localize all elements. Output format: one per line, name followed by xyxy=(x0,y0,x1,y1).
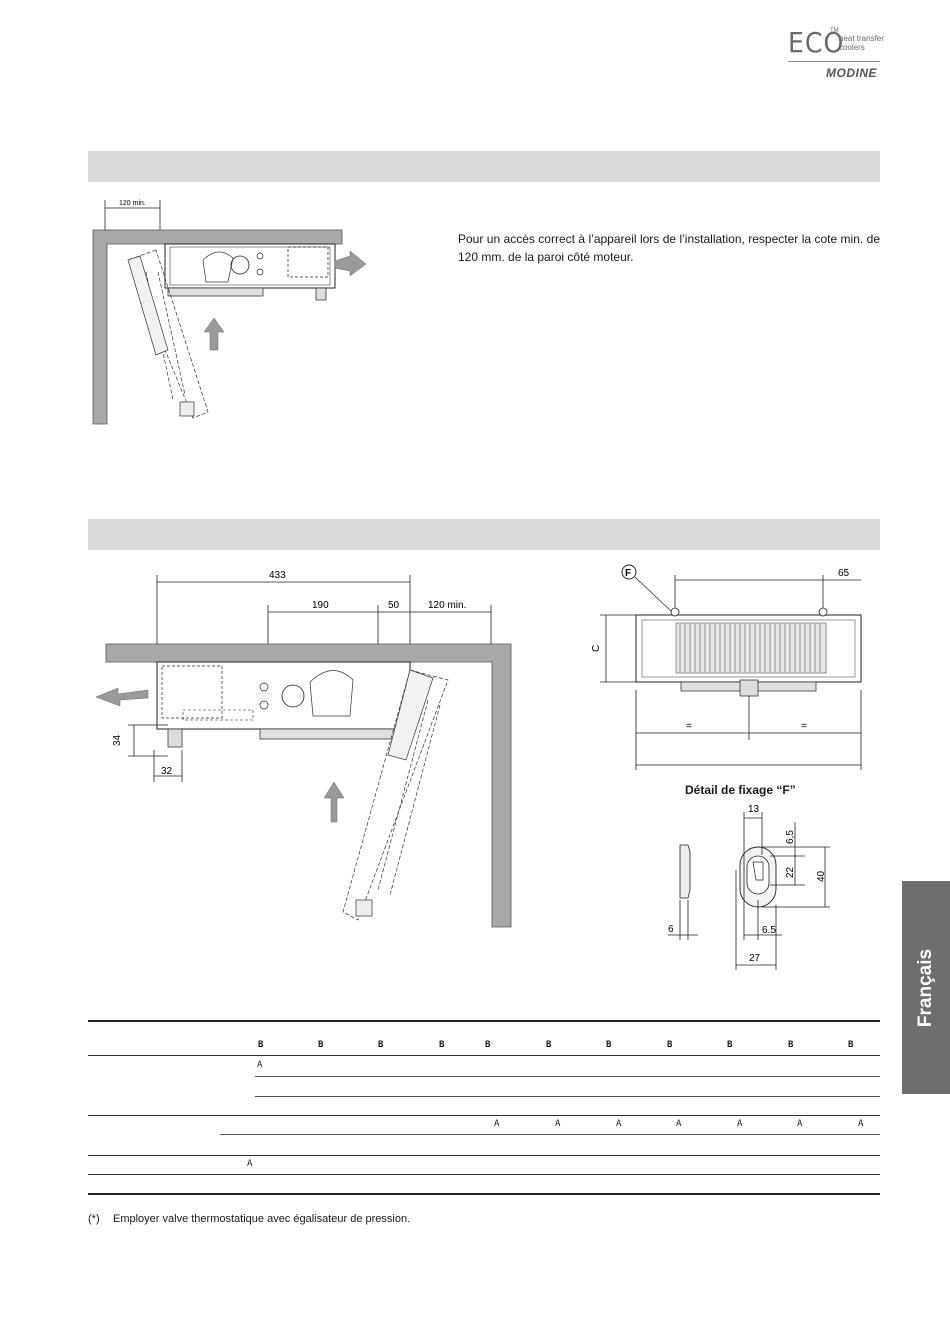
logo-tagline: heat transfer coolers xyxy=(839,34,889,52)
table-cell: A xyxy=(616,1119,622,1129)
dim-c-label: C xyxy=(591,645,602,652)
section-header-band-1 xyxy=(88,151,880,182)
table-header-cell: B xyxy=(667,1040,673,1050)
table-cell: A xyxy=(494,1119,500,1129)
table-cell: A xyxy=(555,1119,561,1129)
logo-tagline-line1: heat transfer xyxy=(839,34,884,43)
footnote-mark: (*) xyxy=(88,1213,100,1225)
dim-6: 6 xyxy=(668,924,674,935)
dim-65: 65 xyxy=(838,568,850,579)
dim-overall-433: 433 xyxy=(269,570,286,581)
fixing-point-f-label: F xyxy=(625,568,631,579)
dim-27: 27 xyxy=(749,953,761,964)
fixing-detail-drawing: 6 13 6,5 22 40 6.5 27 xyxy=(668,804,830,970)
logo-trademark: TM xyxy=(830,28,839,34)
dim-equal-left: = xyxy=(686,721,692,732)
table-cell: A xyxy=(858,1119,864,1129)
table-cell: A xyxy=(797,1119,803,1129)
dim-13: 13 xyxy=(748,804,760,815)
logo-divider xyxy=(788,61,880,62)
table-row-rule-1 xyxy=(88,1115,880,1116)
table-top-rule xyxy=(88,1020,880,1022)
table-cell: A xyxy=(676,1119,682,1129)
dim-32: 32 xyxy=(161,766,173,777)
table-cell: A xyxy=(737,1119,743,1129)
table-subrow-rule-3 xyxy=(220,1134,880,1135)
table-cell: A xyxy=(257,1060,263,1070)
table-cell: A xyxy=(247,1159,253,1169)
table-header-cell: B xyxy=(848,1040,854,1050)
section-header-band-2 xyxy=(88,519,880,550)
brand-logo-modine: MODINE xyxy=(826,66,877,80)
table-header-cell: B xyxy=(378,1040,384,1050)
table-row-rule-3 xyxy=(88,1174,880,1175)
dim-6-5-top: 6,5 xyxy=(785,830,796,844)
logo-tagline-line2: coolers xyxy=(839,43,865,52)
table-header-cell: B xyxy=(439,1040,445,1050)
language-tab-label: Français xyxy=(915,948,936,1027)
table-bottom-rule xyxy=(88,1193,880,1195)
dim-22: 22 xyxy=(785,866,796,878)
dim-40: 40 xyxy=(816,870,827,882)
dim-6-5-bottom: 6.5 xyxy=(762,925,776,936)
table-header-cell: B xyxy=(258,1040,264,1050)
dimension-drawing-front: F 65 C = = xyxy=(591,564,862,770)
table-header-cell: B xyxy=(318,1040,324,1050)
dim-clearance-label: 120 min. xyxy=(119,200,146,207)
language-tab: Français xyxy=(902,881,950,1094)
installation-drawing-1: 120 min. xyxy=(92,200,367,425)
dimension-drawing-top: 433 190 50 120 min. 34 32 xyxy=(95,570,512,928)
fixing-detail-title: Détail de fixage “F” xyxy=(685,783,796,797)
table-subrow-rule-1 xyxy=(255,1076,880,1077)
footnote-text: Employer valve thermostatique avec égali… xyxy=(113,1213,411,1225)
installation-note: Pour un accès correct à l’appareil lors … xyxy=(458,232,880,264)
dim-equal-right: = xyxy=(801,721,807,732)
table-header-cell: B xyxy=(606,1040,612,1050)
logo-eco: ECO xyxy=(788,26,845,59)
dim-34: 34 xyxy=(112,734,123,746)
table-header-cell: B xyxy=(546,1040,552,1050)
dim-50: 50 xyxy=(388,600,400,611)
table-header-rule xyxy=(88,1055,880,1056)
table-subrow-rule-2 xyxy=(255,1096,880,1097)
table-header-cell: B xyxy=(788,1040,794,1050)
footnote: (*) Employer valve thermostatique avec ég… xyxy=(88,1213,410,1225)
dim-clearance-120: 120 min. xyxy=(428,600,466,611)
table-header-cell: B xyxy=(727,1040,733,1050)
table-row-rule-2 xyxy=(88,1155,880,1156)
dim-190: 190 xyxy=(312,600,329,611)
table-header-cell: B xyxy=(485,1040,491,1050)
